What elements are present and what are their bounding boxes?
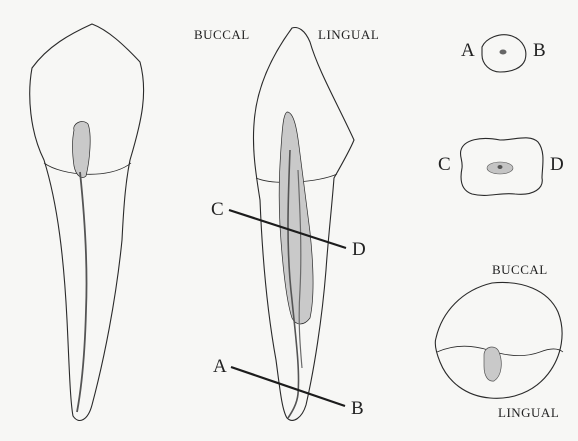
pulp-facial — [73, 122, 91, 412]
section-line-ab — [231, 367, 345, 406]
cross-section-ab-canal — [500, 50, 507, 55]
label-section-b: B — [351, 398, 364, 420]
label-section-d: D — [352, 239, 366, 261]
cross-section-ab — [482, 35, 526, 72]
occlusal-pulp — [484, 347, 501, 381]
label-section-b-right: B — [533, 40, 546, 62]
cross-section-cd-canal — [498, 165, 503, 169]
label-section-d-right: D — [550, 154, 564, 176]
label-lingual-right: LINGUAL — [498, 405, 559, 421]
label-section-a-right: A — [461, 40, 475, 62]
cross-section-cd — [460, 138, 543, 196]
label-lingual-top: LINGUAL — [318, 27, 379, 43]
pulp-chamber-facial — [73, 122, 91, 178]
pulp-chamber-proximal — [279, 112, 313, 324]
label-buccal-top: BUCCAL — [194, 27, 250, 43]
label-section-a: A — [213, 356, 227, 378]
label-section-c: C — [211, 199, 224, 221]
pulp-proximal — [279, 112, 313, 418]
root-canal-facial — [77, 172, 87, 412]
tooth-facial-view — [30, 24, 144, 420]
label-buccal-right: BUCCAL — [492, 262, 548, 278]
label-section-c-right: C — [438, 154, 451, 176]
occlusal-view — [435, 282, 563, 398]
tooth-facial-outline — [30, 24, 144, 420]
occlusal-outline — [435, 282, 562, 398]
